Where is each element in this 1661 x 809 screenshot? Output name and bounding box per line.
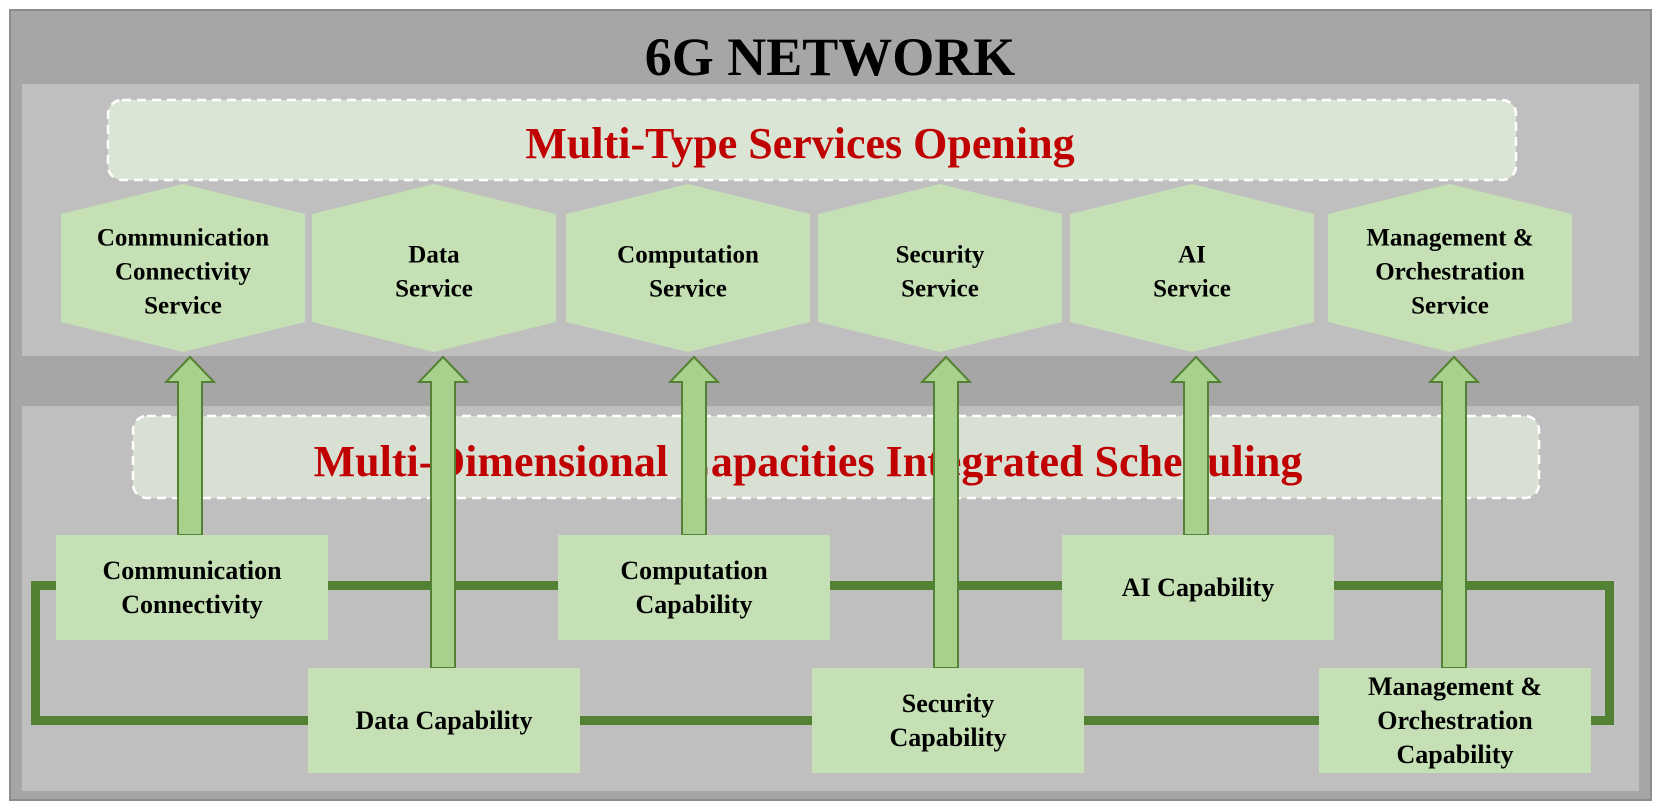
page-title: 6G NETWORK [645,27,1016,87]
label-line: Security [902,689,994,718]
services-banner-box [106,98,1518,182]
capability-ai-capability: AI Capability [1062,535,1334,640]
label-line: Communication [102,556,282,585]
label-line: Capability [1396,740,1513,769]
label-line: Data [408,242,460,269]
label-line: Service [395,276,473,303]
label-line: Service [901,276,979,303]
services-group: CommunicationConnectivityServiceDataServ… [61,184,1572,352]
service-hexagon [1328,184,1572,352]
service-ai-service: AI Service [1070,184,1314,352]
label-line: Data Capability [356,706,533,735]
label-line: Management & [1368,672,1542,701]
label-line: Orchestration [1377,706,1533,735]
label-line: Security [896,242,985,269]
service-hexagon [1070,184,1314,352]
capability-box [1062,535,1334,640]
service-hexagon [312,184,556,352]
label-line: Management & [1366,225,1533,252]
label-line: Communication [97,225,269,252]
label-line: Service [1153,276,1231,303]
label-line: Connectivity [115,259,252,286]
label-line: Computation [620,556,768,585]
capability-data-capability: Data Capability [308,668,580,773]
label-line: Capability [635,590,752,619]
label-line: Service [649,276,727,303]
label-line: AI [1178,242,1206,269]
bus-left-line [31,581,40,725]
label-line: Capability [889,723,1006,752]
service-hexagon [61,184,305,352]
capability-box [558,535,830,640]
label-line: Computation [617,242,759,269]
capabilities-banner: Multi-Dimensional Capacities Integrated … [314,437,1303,486]
label-line: AI Capability [1122,573,1274,602]
arrows-group [163,355,1481,669]
label-line: Orchestration [1375,259,1525,286]
capability-box [308,668,580,773]
capability-box [1319,668,1591,773]
capability-box [812,668,1084,773]
label-line: Connectivity [121,590,263,619]
label-line: Service [144,293,222,320]
label-line: Service [1411,293,1489,320]
capability-box [56,535,328,640]
services-banner: Multi-Type Services Opening [525,119,1074,168]
bus-right-line [1605,581,1614,725]
service-hexagon [818,184,1062,352]
service-hexagon [566,184,810,352]
